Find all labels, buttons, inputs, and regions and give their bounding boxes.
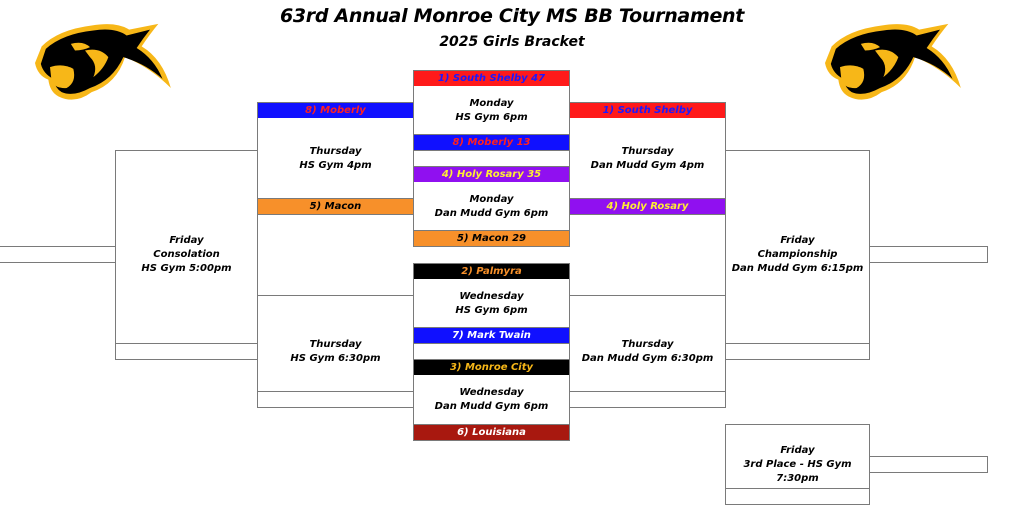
championship-top-slot[interactable] <box>725 150 870 167</box>
third-place-game: Friday 3rd Place - HS Gym 7:30pm <box>725 440 870 489</box>
third-place-bottom-slot[interactable] <box>725 488 870 505</box>
game-venue: HS Gym 5:00pm <box>141 263 232 274</box>
semifinal-bottom-top-slot[interactable] <box>569 295 726 312</box>
team-slot-macon[interactable]: 5) Macon <box>257 198 414 215</box>
team-slot-moberly-score[interactable]: 8) Moberly 13 <box>413 134 570 151</box>
game-venue: Dan Mudd Gym 6pm <box>434 207 549 219</box>
game-day: Friday <box>780 444 815 456</box>
panther-logo-right <box>815 8 965 118</box>
team-slot-macon-score[interactable]: 5) Macon 29 <box>413 230 570 247</box>
semifinal-bottom-bottom-slot[interactable] <box>569 391 726 408</box>
consolation-semifinal-bottom-top-slot[interactable] <box>257 295 414 312</box>
game-venue: Dan Mudd Gym 4pm <box>590 159 705 171</box>
consolation-bottom-slot[interactable] <box>115 343 258 360</box>
consolation-semifinal-bottom-bottom-slot[interactable] <box>257 391 414 408</box>
game-day: Thursday <box>309 338 362 350</box>
consolation-semifinal-top: Thursday HS Gym 4pm <box>257 118 414 199</box>
third-place-top-slot[interactable] <box>725 424 870 441</box>
team-slot-moberly[interactable]: 8) Moberly <box>257 102 414 119</box>
first-round-game-4: Wednesday Dan Mudd Gym 6pm <box>413 375 570 425</box>
consolation-game: Friday Consolation HS Gym 5:00pm <box>115 166 258 344</box>
team-slot-louisiana[interactable]: 6) Louisiana <box>413 424 570 441</box>
third-place-winner-slot[interactable] <box>869 456 988 473</box>
first-round-game-3: Wednesday HS Gym 6pm <box>413 279 570 328</box>
panther-icon <box>825 23 961 100</box>
first-round-game-1: Monday HS Gym 6pm <box>413 86 570 135</box>
game-venue: Dan Mudd Gym 6:30pm <box>581 352 714 364</box>
semifinal-top: Thursday Dan Mudd Gym 4pm <box>569 118 726 199</box>
game-title: 3rd Place - HS Gym <box>743 458 852 470</box>
game-venue: HS Gym 6:30pm <box>290 352 381 364</box>
first-round-game-2: Monday Dan Mudd Gym 6pm <box>413 182 570 231</box>
game-venue: HS Gym 4pm <box>299 159 372 171</box>
game-venue: HS Gym 6pm <box>455 111 528 123</box>
consolation-top-slot[interactable] <box>115 150 258 167</box>
team-slot-holy-rosary[interactable]: 4) Holy Rosary <box>569 198 726 215</box>
team-slot-palmyra[interactable]: 2) Palmyra <box>413 263 570 280</box>
game-day: Wednesday <box>459 387 524 398</box>
consolation-winner-slot[interactable] <box>0 246 116 263</box>
panther-logo-left <box>25 8 175 118</box>
consolation-semifinal-bottom: Thursday HS Gym 6:30pm <box>257 311 414 392</box>
game-day: Thursday <box>309 145 362 157</box>
semifinal-bottom: Thursday Dan Mudd Gym 6:30pm <box>569 311 726 392</box>
page-title: 63rd Annual Monroe City MS BB Tournament <box>279 5 745 27</box>
game-day: Friday <box>780 235 815 246</box>
championship-bottom-slot[interactable] <box>725 343 870 360</box>
game-venue: HS Gym 6pm <box>455 304 528 316</box>
game-title: Consolation <box>153 249 220 260</box>
game-venue: 7:30pm <box>776 472 819 484</box>
game-day: Monday <box>469 193 514 205</box>
game-day: Wednesday <box>459 290 524 302</box>
team-slot-holy-rosary-score[interactable]: 4) Holy Rosary 35 <box>413 166 570 183</box>
team-slot-south-shelby[interactable]: 1) South Shelby <box>569 102 726 119</box>
team-slot-mark-twain[interactable]: 7) Mark Twain <box>413 327 570 344</box>
game-day: Monday <box>469 97 514 109</box>
team-slot-south-shelby-score[interactable]: 1) South Shelby 47 <box>413 70 570 87</box>
game-day: Thursday <box>621 338 674 350</box>
panther-icon <box>35 23 171 100</box>
champion-slot[interactable] <box>869 246 988 263</box>
game-title: Championship <box>757 249 838 260</box>
game-day: Thursday <box>621 145 674 157</box>
championship-game: Friday Championship Dan Mudd Gym 6:15pm <box>725 166 870 344</box>
page-subtitle: 2025 Girls Bracket <box>439 34 585 50</box>
game-venue: Dan Mudd Gym 6pm <box>434 401 549 412</box>
game-day: Friday <box>169 235 204 246</box>
game-venue: Dan Mudd Gym 6:15pm <box>731 263 864 274</box>
team-slot-monroe-city[interactable]: 3) Monroe City <box>413 359 570 376</box>
